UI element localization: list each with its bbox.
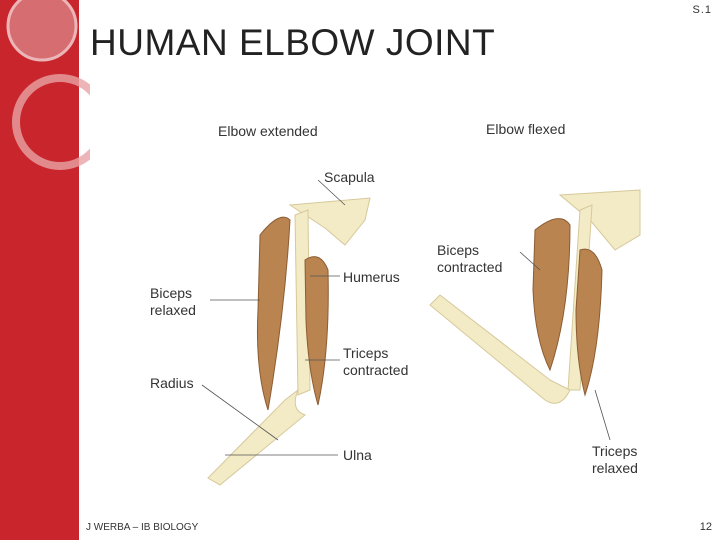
label-biceps-relaxed-1: Biceps [150,285,192,301]
heading-elbow-flexed: Elbow flexed [486,121,565,137]
label-triceps-contracted-1: Triceps [343,345,388,361]
label-triceps-contracted-2: contracted [343,362,408,378]
label-triceps-relaxed-2: relaxed [592,460,638,476]
label-biceps-relaxed-2: relaxed [150,302,196,318]
label-triceps-relaxed-1: Triceps [592,443,637,459]
label-biceps-contracted-1: Biceps [437,242,479,258]
right-arm-illustration [429,189,641,404]
page-number: 12 [699,521,712,533]
label-ulna: Ulna [343,447,372,463]
label-humerus: Humerus [343,269,400,285]
slide-corner-number: S.1 [692,4,712,16]
label-scapula: Scapula [324,169,375,185]
footer-author: J WERBA – IB BIOLOGY [86,522,199,533]
sidebar-band [0,0,79,540]
elbow-diagram: Elbow extended Elbow flexed Scapula Hume… [150,121,641,486]
label-biceps-contracted-2: contracted [437,259,502,275]
label-radius: Radius [150,375,194,391]
decorative-circles [6,0,90,170]
heading-elbow-extended: Elbow extended [218,123,318,139]
slide-title: HUMAN ELBOW JOINT [90,22,496,63]
leader-lines [201,179,611,456]
left-arm-illustration [207,197,371,486]
